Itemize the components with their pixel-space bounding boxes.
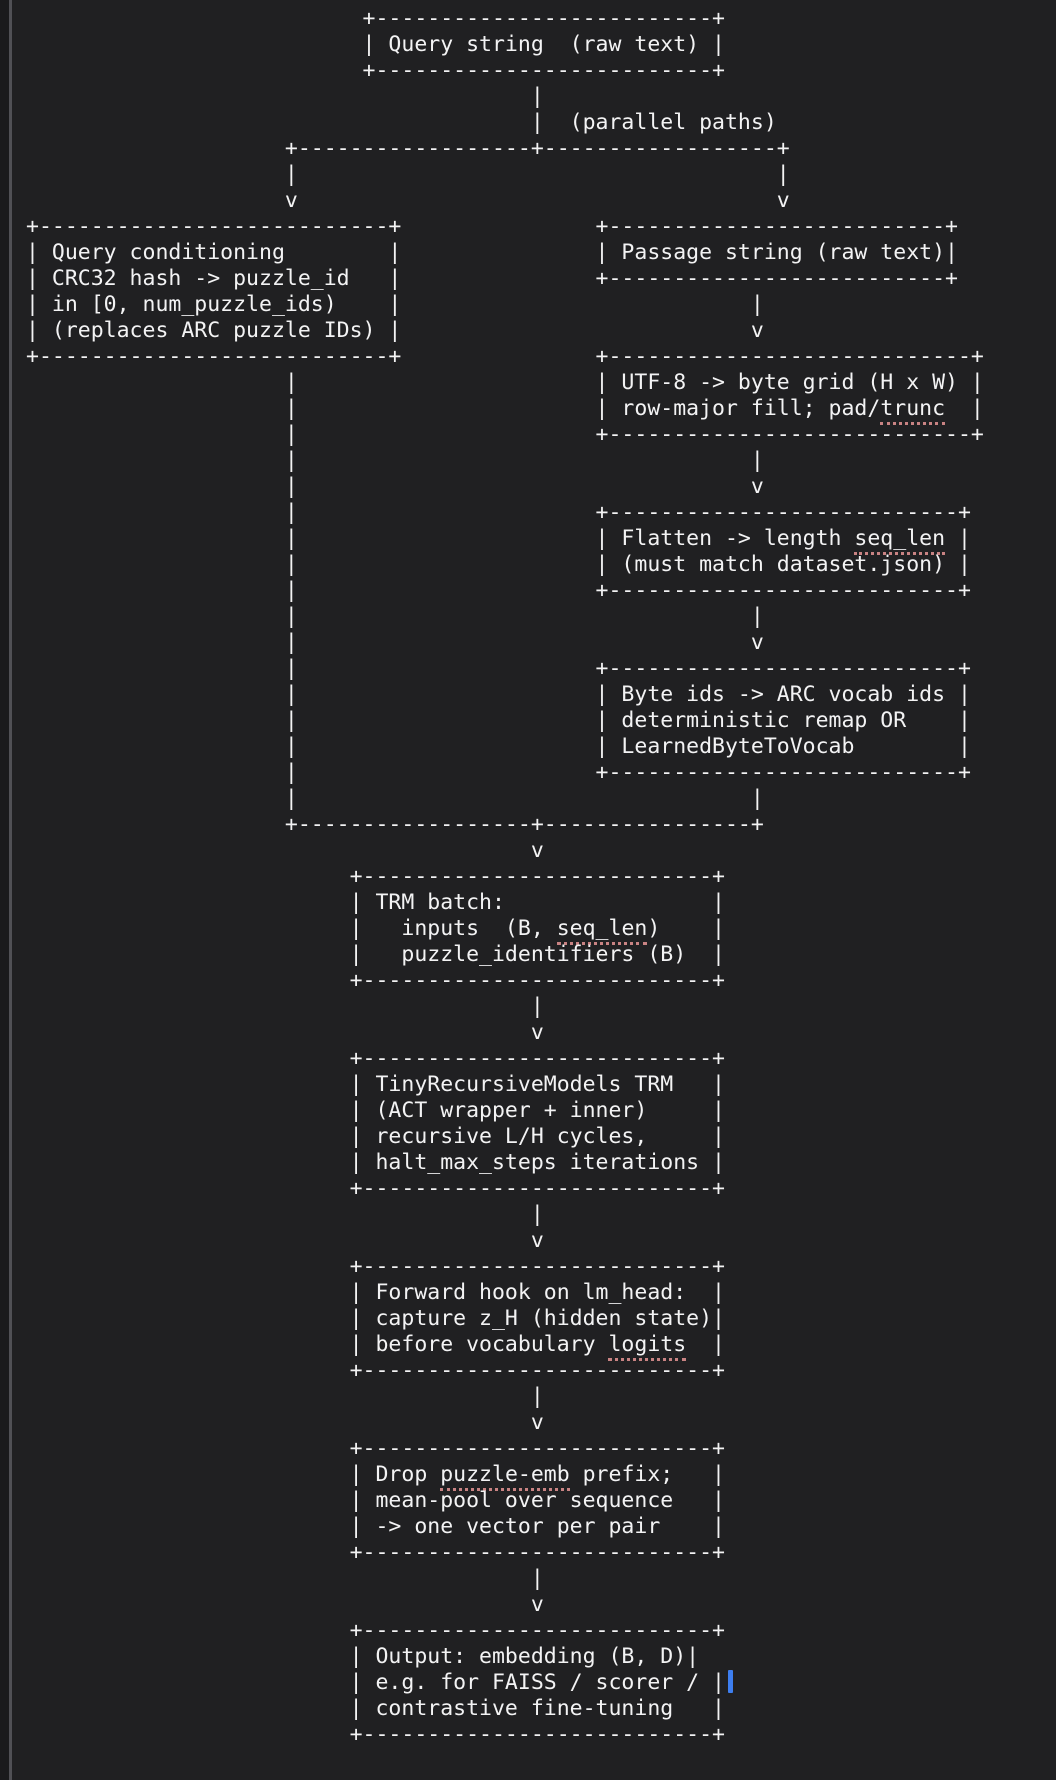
diagram-line: | +---------------------------+ bbox=[26, 760, 971, 785]
diagram-line: | | bbox=[26, 162, 790, 187]
diagram-line: v bbox=[26, 1410, 544, 1435]
diagram-line: | Forward hook on lm_head: | bbox=[26, 1280, 725, 1305]
diagram-line: +------------------+------------------+ bbox=[26, 136, 790, 161]
diagram-line: | | Flatten -> length seq_len | bbox=[26, 526, 984, 555]
diagram-line: v bbox=[26, 1020, 544, 1045]
diagram-line: | mean-pool over sequence | bbox=[26, 1488, 725, 1513]
diagram-line: | halt_max_steps iterations | bbox=[26, 1150, 725, 1175]
diagram-line: | Drop puzzle-emb prefix; | bbox=[26, 1462, 984, 1491]
diagram-line: | bbox=[26, 84, 544, 109]
text-cursor bbox=[727, 1670, 733, 1693]
diagram-line: | +---------------------------+ bbox=[26, 500, 971, 525]
diagram-line: | | deterministic remap OR | bbox=[26, 708, 971, 733]
spellcheck-squiggle: puzzle-emb bbox=[440, 1462, 570, 1491]
diagram-line: | v bbox=[26, 630, 764, 655]
diagram-line: +---------------------------+ bbox=[26, 1722, 725, 1747]
diagram-line: +---------------------------+ +---------… bbox=[26, 344, 984, 369]
diagram-line: +------------------+----------------+ bbox=[26, 812, 764, 837]
diagram-line: | | bbox=[26, 604, 764, 629]
editor-left-strip bbox=[0, 0, 9, 1780]
diagram-line: v bbox=[26, 838, 544, 863]
diagram-line: +---------------------------+ bbox=[26, 1618, 725, 1643]
spellcheck-squiggle: seq_len bbox=[854, 526, 946, 555]
diagram-line: +--------------------------+ bbox=[26, 6, 725, 31]
diagram-line: | +---------------------------+ bbox=[26, 656, 971, 681]
diagram-line: | | row-major fill; pad/trunc | bbox=[26, 396, 984, 425]
ascii-diagram[interactable]: +--------------------------+ | Query str… bbox=[26, 6, 984, 1748]
diagram-line: +---------------------------+ bbox=[26, 1046, 725, 1071]
diagram-line: +---------------------------+ +---------… bbox=[26, 214, 958, 239]
diagram-line: | contrastive fine-tuning | bbox=[26, 1696, 725, 1721]
diagram-line: | CRC32 hash -> puzzle_id | +-----------… bbox=[26, 266, 958, 291]
diagram-line: | (replaces ARC puzzle IDs) | v bbox=[26, 318, 764, 343]
diagram-line: | TRM batch: | bbox=[26, 890, 725, 915]
diagram-line: | | bbox=[26, 448, 764, 473]
diagram-line: | Query conditioning | | Passage string … bbox=[26, 240, 958, 265]
diagram-line: | +---------------------------+ bbox=[26, 578, 971, 603]
diagram-line: +---------------------------+ bbox=[26, 1358, 725, 1383]
diagram-line: | recursive L/H cycles, | bbox=[26, 1124, 725, 1149]
diagram-line: | | LearnedByteToVocab | bbox=[26, 734, 971, 759]
diagram-line: +---------------------------+ bbox=[26, 864, 725, 889]
diagram-line: | e.g. for FAISS / scorer / | bbox=[26, 1670, 984, 1696]
diagram-line: | Output: embedding (B, D)| bbox=[26, 1644, 700, 1669]
diagram-line: +---------------------------+ bbox=[26, 1254, 725, 1279]
diagram-line: | TinyRecursiveModels TRM | bbox=[26, 1072, 725, 1097]
diagram-line: | (ACT wrapper + inner) | bbox=[26, 1098, 725, 1123]
diagram-line: | bbox=[26, 1202, 544, 1227]
diagram-line: +---------------------------+ bbox=[26, 1540, 725, 1565]
diagram-line: +---------------------------+ bbox=[26, 1436, 725, 1461]
diagram-line: | -> one vector per pair | bbox=[26, 1514, 725, 1539]
diagram-line: | +----------------------------+ bbox=[26, 422, 984, 447]
diagram-line: | | Byte ids -> ARC vocab ids | bbox=[26, 682, 971, 707]
diagram-line: +--------------------------+ bbox=[26, 58, 725, 83]
diagram-line: | Query string (raw text) | bbox=[26, 32, 725, 57]
spellcheck-squiggle: logits bbox=[608, 1332, 687, 1361]
diagram-line: +---------------------------+ bbox=[26, 968, 725, 993]
diagram-line: | bbox=[26, 994, 544, 1019]
diagram-line: | | UTF-8 -> byte grid (H x W) | bbox=[26, 370, 984, 395]
diagram-line: v bbox=[26, 1592, 544, 1617]
diagram-line: | | (must match dataset.json) | bbox=[26, 552, 971, 577]
diagram-line: +---------------------------+ bbox=[26, 1176, 725, 1201]
pane-border[interactable] bbox=[9, 0, 12, 1780]
diagram-line: v bbox=[26, 1228, 544, 1253]
diagram-line: | v bbox=[26, 474, 764, 499]
diagram-line: | | bbox=[26, 786, 764, 811]
diagram-line: | puzzle_identifiers (B) | bbox=[26, 942, 725, 967]
spellcheck-squiggle: seq_len bbox=[556, 916, 648, 945]
spellcheck-squiggle: trunc bbox=[880, 396, 946, 425]
diagram-line: | capture z_H (hidden state)| bbox=[26, 1306, 725, 1331]
diagram-line: v v bbox=[26, 188, 790, 213]
diagram-line: | before vocabulary logits | bbox=[26, 1332, 984, 1361]
diagram-line: | bbox=[26, 1384, 544, 1409]
diagram-line: | bbox=[26, 1566, 544, 1591]
diagram-line: | in [0, num_puzzle_ids) | | bbox=[26, 292, 764, 317]
diagram-line: | (parallel paths) bbox=[26, 110, 777, 135]
diagram-line: | inputs (B, seq_len) | bbox=[26, 916, 984, 945]
